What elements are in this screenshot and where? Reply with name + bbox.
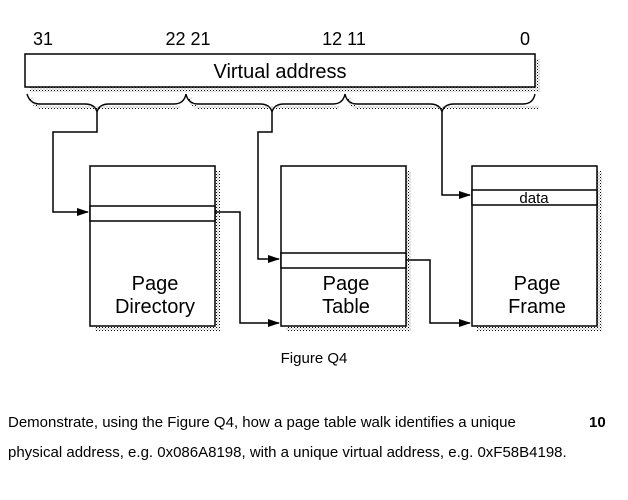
arrow-directory-index <box>52 112 98 216</box>
question-marks: 10 <box>589 414 606 431</box>
virtual-address-label: Virtual address <box>213 61 346 83</box>
page-table-walk-diagram: 31 22 21 12 11 0 Virtual address Page Di… <box>24 29 602 331</box>
question-text: Demonstrate, using the Figure Q4, how a … <box>8 414 567 461</box>
page-directory-entry <box>89 205 216 222</box>
arrow-directory-to-table <box>215 211 280 327</box>
page-frame: data Page Frame <box>471 165 602 331</box>
page-frame-data-label: data <box>519 190 549 207</box>
page-frame-label-line1: Page <box>514 273 561 295</box>
page-directory-label-line1: Page <box>132 273 179 295</box>
bit-label-31: 31 <box>33 29 53 49</box>
page-frame-data-entry <box>471 189 598 206</box>
virtual-address-box: Virtual address <box>24 53 540 92</box>
page-table-entry <box>280 252 407 269</box>
page-table-label-line2: Table <box>322 296 370 318</box>
page-directory: Page Directory <box>89 165 220 331</box>
page-table: Page Table <box>280 165 411 331</box>
arrow-table-to-frame <box>406 259 471 327</box>
arrow-offset <box>441 112 471 199</box>
bit-label-12-11: 12 11 <box>322 29 366 49</box>
page-frame-label-line2: Frame <box>508 296 566 318</box>
page-directory-label-line2: Directory <box>115 296 195 318</box>
bit-label-22-21: 22 21 <box>165 29 210 49</box>
bit-label-0: 0 <box>520 29 530 49</box>
figure-caption: Figure Q4 <box>280 350 348 367</box>
arrow-table-index <box>257 112 280 263</box>
page-table-label-line1: Page <box>323 273 370 295</box>
